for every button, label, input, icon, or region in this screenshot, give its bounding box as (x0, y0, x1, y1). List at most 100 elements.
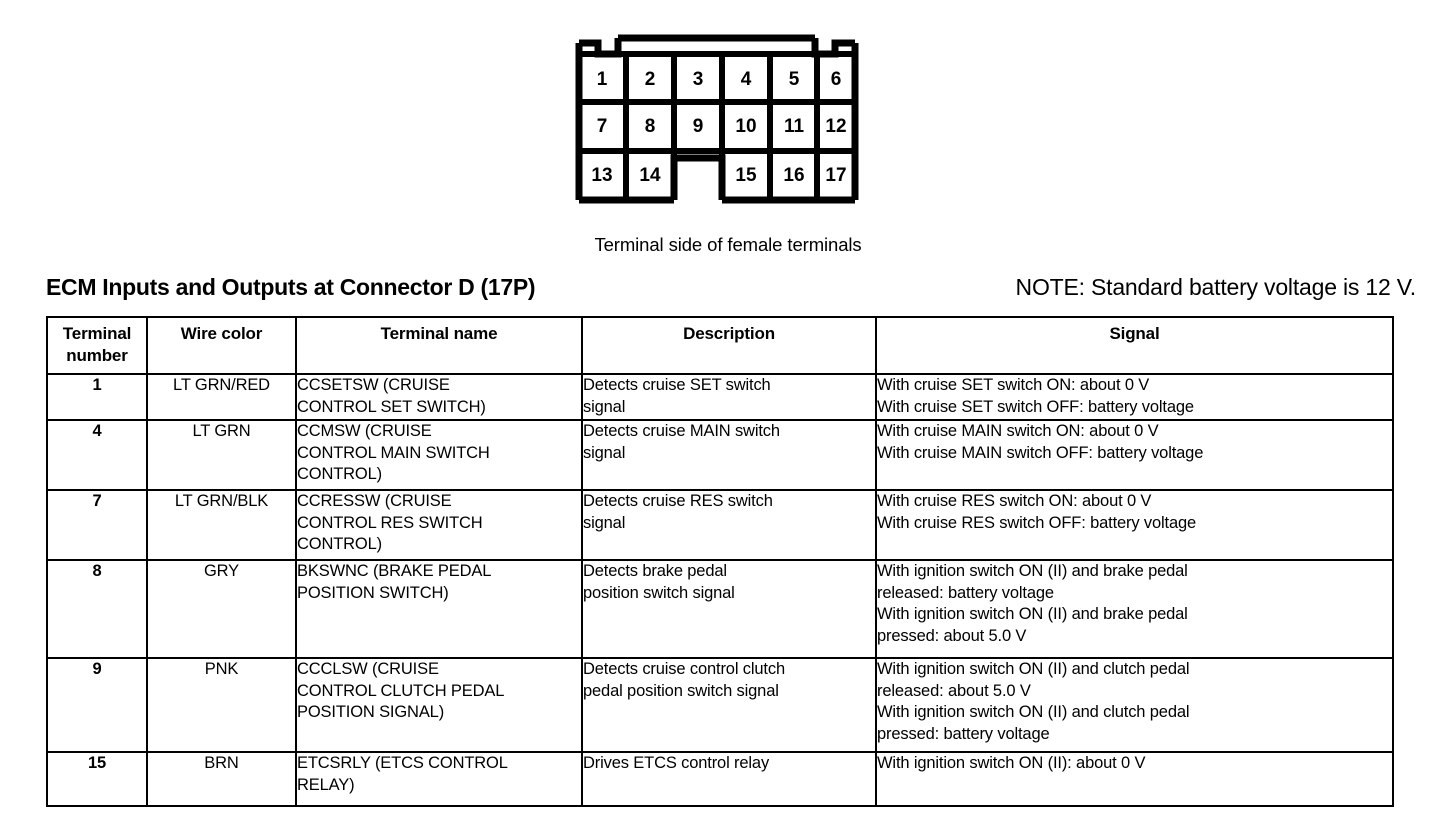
cell-signal-line: With cruise MAIN switch ON: about 0 V (877, 422, 1159, 440)
cell-terminal-number: 8 (46, 559, 148, 659)
pin-number-labels: 1 2 3 4 5 6 7 8 9 10 11 12 13 14 15 16 1… (591, 69, 846, 186)
pin-label-2: 2 (645, 69, 656, 90)
pin-label-3: 3 (693, 69, 704, 90)
cell-description-line: signal (583, 513, 626, 532)
cell-signal: With ignition switch ON (II) and clutch … (875, 657, 1394, 753)
cell-description-line: Detects cruise SET switch (583, 376, 771, 394)
battery-voltage-note: NOTE: Standard battery voltage is 12 V. (1015, 274, 1417, 300)
pin-label-14: 14 (639, 165, 661, 186)
pin-label-13: 13 (591, 165, 612, 186)
cell-description: Detects cruise MAIN switch signal (581, 419, 877, 491)
cell-terminal-name-line: CCMSW (CRUISE (297, 422, 432, 440)
cell-signal-line: released: about 5.0 V (877, 681, 1031, 700)
pin-label-6: 6 (831, 69, 842, 90)
cell-description: Drives ETCS control relay (581, 751, 877, 807)
cell-signal: With ignition switch ON (II) and brake p… (875, 559, 1394, 659)
cell-description-line: signal (583, 397, 626, 416)
cell-description: Detects cruise control clutch pedal posit… (581, 657, 877, 753)
cell-signal-line: With ignition switch ON (II) and brake p… (877, 605, 1188, 624)
cell-signal-line: With cruise RES switch ON: about 0 V (877, 492, 1152, 510)
cell-terminal-name-line: BKSWNC (BRAKE PEDAL (297, 562, 492, 580)
cell-signal: With cruise SET switch ON: about 0 V With… (875, 373, 1394, 421)
terminal-header-line2: number (66, 346, 128, 366)
cell-description-line: Detects cruise MAIN switch (583, 422, 780, 440)
table-header: Terminal number Wire color Terminal name… (46, 316, 1394, 375)
pin-label-12: 12 (825, 116, 846, 137)
cell-terminal-number: 1 (46, 373, 148, 421)
cell-description: Detects cruise SET switch signal (581, 373, 877, 421)
column-header-terminal-number: Terminal number (46, 316, 148, 375)
pin-label-15: 15 (735, 165, 757, 186)
connector-diagram: 1 2 3 4 5 6 7 8 9 10 11 12 13 14 15 16 1… (575, 34, 859, 204)
cell-signal: With cruise RES switch ON: about 0 V With… (875, 489, 1394, 561)
cell-signal-line: pressed: battery voltage (877, 724, 1050, 743)
pin-label-4: 4 (741, 69, 752, 90)
cell-signal-line: With ignition switch ON (II): about 0 V (877, 754, 1146, 772)
cell-terminal-name-line: CCCLSW (CRUISE (297, 660, 439, 678)
column-header-wire-color: Wire color (146, 316, 297, 375)
cell-description-line: Detects brake pedal (583, 562, 727, 580)
cell-terminal-name-line: CCSETSW (CRUISE (297, 376, 450, 394)
pin-label-8: 8 (645, 116, 656, 137)
cell-wire-color: PNK (146, 657, 297, 753)
cell-signal-line: pressed: about 5.0 V (877, 626, 1027, 645)
figure-caption: Terminal side of female terminals (594, 234, 862, 255)
cell-terminal-name-line: CONTROL SET SWITCH) (297, 397, 486, 416)
cell-wire-color: LT GRN/BLK (146, 489, 297, 561)
cell-wire-color: GRY (146, 559, 297, 659)
cell-signal: With cruise MAIN switch ON: about 0 V Wit… (875, 419, 1394, 491)
pin-grid-lines (579, 54, 855, 200)
cell-wire-color: BRN (146, 751, 297, 807)
cell-description-line: Detects cruise RES switch (583, 492, 773, 510)
cell-terminal-name-line: RELAY) (297, 775, 355, 794)
cell-terminal-number: 9 (46, 657, 148, 753)
column-header-terminal-name: Terminal name (295, 316, 583, 375)
cell-terminal-name: CCCLSW (CRUISE CONTROL CLUTCH PEDAL POSITI… (295, 657, 583, 753)
column-header-signal: Signal (875, 316, 1394, 375)
cell-terminal-name-line: CONTROL RES SWITCH (297, 513, 483, 532)
cell-terminal-name-line: CCRESSW (CRUISE (297, 492, 452, 510)
cell-signal-line: With cruise MAIN switch OFF: battery vol… (877, 443, 1204, 462)
cell-description-line: pedal position switch signal (583, 681, 779, 700)
pin-label-9: 9 (693, 116, 704, 137)
cell-terminal-name-line: ETCSRLY (ETCS CONTROL (297, 754, 508, 772)
pin-label-11: 11 (784, 116, 805, 137)
pin-label-7: 7 (597, 116, 608, 137)
cell-signal-line: With cruise RES switch OFF: battery volt… (877, 513, 1197, 532)
ecm-pinout-table: Terminal number Wire color Terminal name… (46, 316, 1394, 807)
cell-signal-line: With cruise SET switch ON: about 0 V (877, 376, 1150, 394)
cell-description: Detects cruise RES switch signal (581, 489, 877, 561)
cell-wire-color: LT GRN/RED (146, 373, 297, 421)
cell-terminal-name: CCRESSW (CRUISE CONTROL RES SWITCH CONTROL… (295, 489, 583, 561)
cell-description-line: signal (583, 443, 626, 462)
table-header-row: Terminal number Wire color Terminal name… (46, 316, 1394, 375)
cell-description-line: Drives ETCS control relay (583, 754, 770, 772)
page-title: ECM Inputs and Outputs at Connector D (1… (46, 274, 536, 300)
cell-signal-line: With ignition switch ON (II) and clutch … (877, 660, 1190, 678)
cell-description: Detects brake pedal position switch signa… (581, 559, 877, 659)
cell-terminal-number: 15 (46, 751, 148, 807)
cell-signal-line: With cruise SET switch OFF: battery volt… (877, 397, 1194, 416)
column-header-description: Description (581, 316, 877, 375)
pin-label-1: 1 (597, 69, 608, 90)
cell-description-line: position switch signal (583, 583, 735, 602)
cell-terminal-name-line: POSITION SIGNAL) (297, 703, 445, 722)
cell-terminal-name-line: CONTROL) (297, 535, 382, 554)
heading-row: ECM Inputs and Outputs at Connector D (1… (0, 274, 1456, 310)
cell-signal: With ignition switch ON (II): about 0 V (875, 751, 1394, 807)
cell-wire-color: LT GRN (146, 419, 297, 491)
cell-description-line: Detects cruise control clutch (583, 660, 785, 678)
cell-terminal-name-line: CONTROL CLUTCH PEDAL (297, 681, 505, 700)
cell-terminal-number: 7 (46, 489, 148, 561)
pin-label-17: 17 (825, 165, 846, 186)
terminal-header-line1: Terminal (62, 324, 132, 343)
cell-terminal-name-line: CONTROL MAIN SWITCH (297, 443, 490, 462)
